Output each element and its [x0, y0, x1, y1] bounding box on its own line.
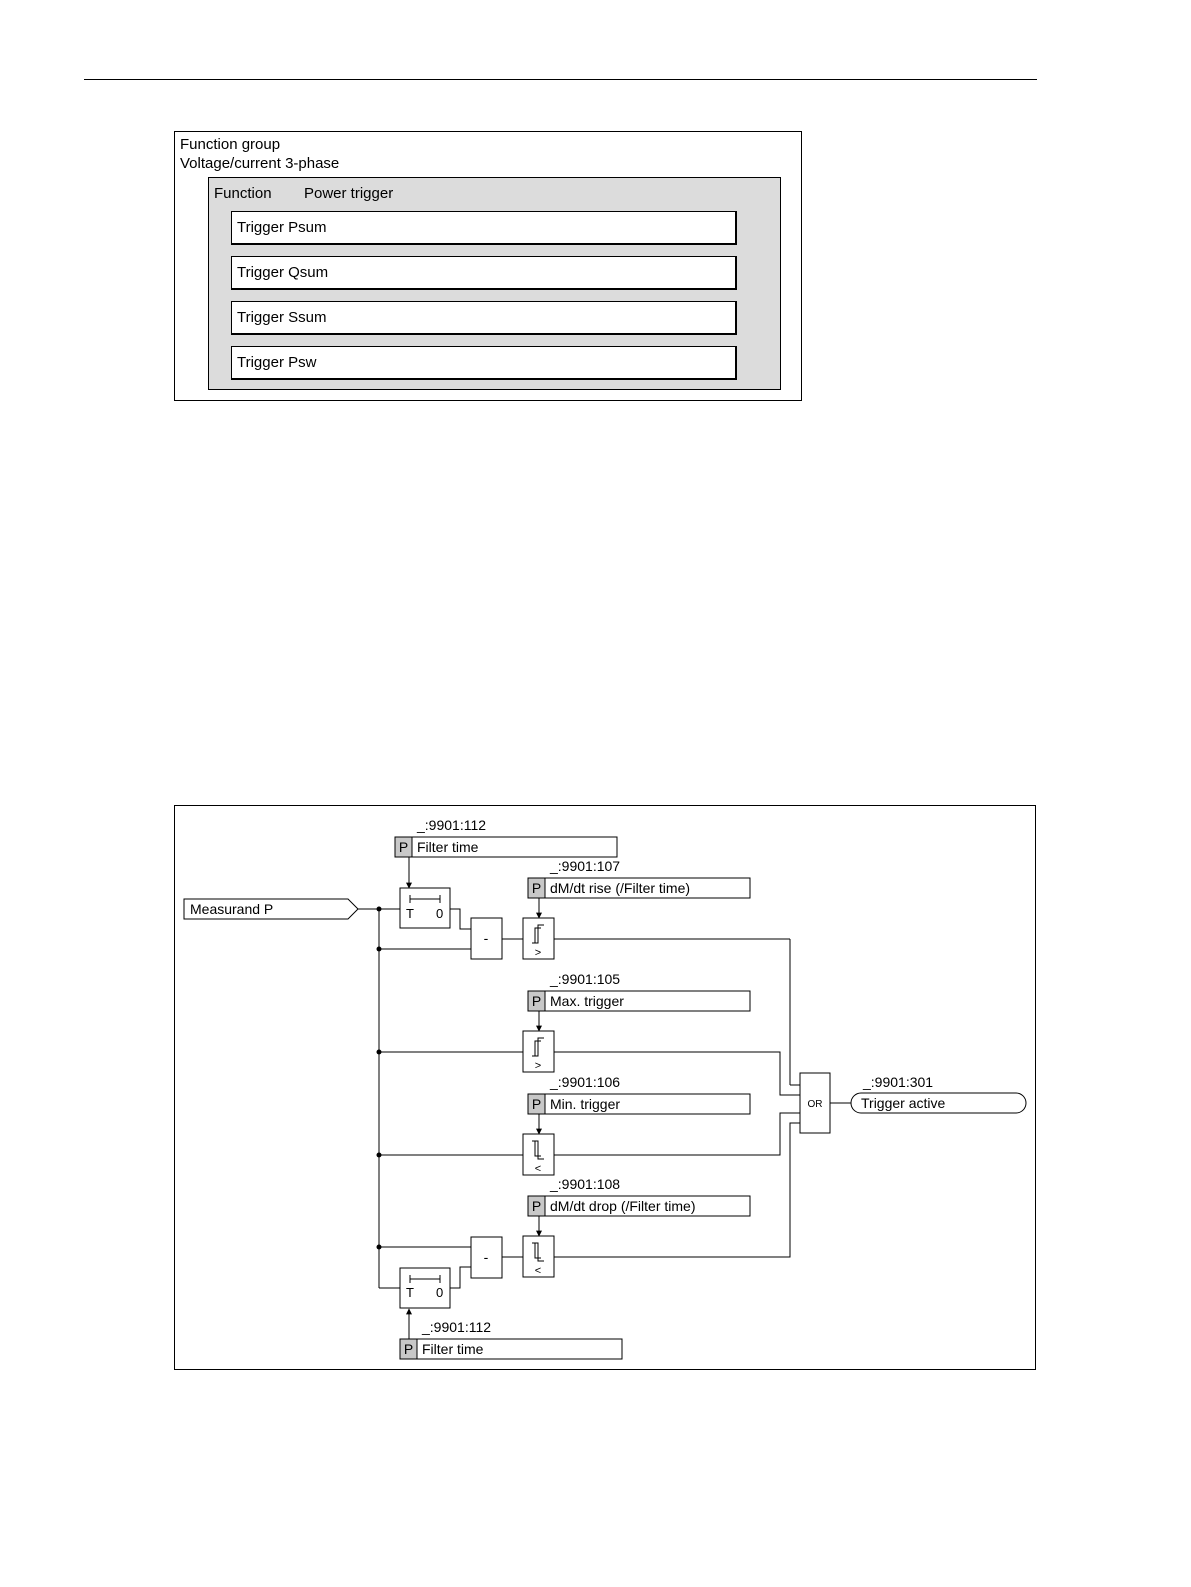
param-addr: _:9901:112: [421, 1319, 491, 1335]
subtract-label: -: [484, 1249, 489, 1265]
param-addr: _:9901:107: [549, 858, 620, 874]
timer-zero-label: 0: [436, 906, 443, 921]
input-measurand-p: [183, 898, 359, 920]
param-marker: P: [399, 839, 408, 855]
timer-zero-label: 0: [436, 1285, 443, 1300]
stage-trigger-qsum: Trigger Qsum: [231, 256, 737, 290]
param-label: dM/dt rise (/Filter time): [550, 880, 690, 896]
output-trigger-active: [850, 1092, 1027, 1114]
param-marker: P: [532, 993, 541, 1009]
logic-diagram: Measurand P T 0 T 0 - - > > < < _:9901:1…: [174, 805, 1036, 1370]
param-marker: P: [532, 880, 541, 896]
comparator-symbol: <: [535, 1265, 541, 1277]
input-measurand-label: Measurand P: [190, 901, 273, 917]
param-label: Max. trigger: [550, 993, 624, 1009]
comparator-symbol: >: [535, 1060, 541, 1072]
param-label: Filter time: [417, 839, 479, 855]
filter-timer-top: [399, 887, 451, 929]
timer-t-label: T: [406, 906, 414, 921]
param-marker: P: [532, 1198, 541, 1214]
output-addr: _:9901:301: [862, 1074, 933, 1090]
or-gate: [799, 1072, 831, 1134]
param-marker: P: [404, 1341, 413, 1357]
stage-trigger-psum: Trigger Psum: [231, 211, 737, 245]
comparator-symbol: >: [535, 947, 541, 959]
function-label: Function: [214, 185, 272, 202]
param-addr: _:9901:106: [549, 1074, 620, 1090]
param-marker: P: [532, 1096, 541, 1112]
subtract-block-bottom: [470, 1236, 503, 1279]
param-addr: _:9901:112: [416, 817, 486, 833]
stage-trigger-psw: Trigger Psw: [231, 346, 737, 380]
function-name: Power trigger: [304, 185, 394, 202]
param-addr: _:9901:105: [549, 971, 620, 987]
header-rule: [84, 79, 1037, 80]
output-label: Trigger active: [861, 1095, 946, 1111]
param-addr: _:9901:108: [549, 1176, 620, 1192]
function-group-box: Function group Voltage/current 3-phase F…: [174, 131, 802, 401]
param-label: dM/dt drop (/Filter time): [550, 1198, 695, 1214]
subtract-block-top: [470, 917, 503, 960]
comparator-symbol: <: [535, 1163, 541, 1175]
or-gate-label: OR: [808, 1099, 823, 1110]
function-box: Function Power trigger Trigger Psum Trig…: [208, 177, 781, 390]
function-group-label: Function group: [180, 136, 281, 153]
timer-t-label: T: [406, 1285, 414, 1300]
param-label: Filter time: [422, 1341, 484, 1357]
param-label: Min. trigger: [550, 1096, 620, 1112]
stage-trigger-ssum: Trigger Ssum: [231, 301, 737, 335]
filter-timer-bottom: [399, 1267, 451, 1309]
function-group-name: Voltage/current 3-phase: [180, 155, 340, 172]
subtract-label: -: [484, 930, 489, 946]
